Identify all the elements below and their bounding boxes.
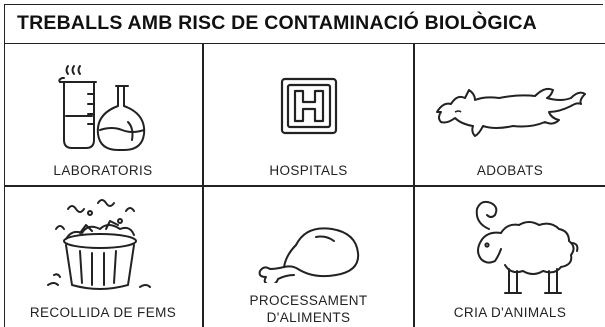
- poster-frame: [4, 4, 603, 327]
- cell-label: HOSPITALS: [269, 163, 348, 178]
- cell-label: LABORATORIS: [53, 163, 153, 178]
- grid-divider: [4, 185, 605, 187]
- cell-label: PROCESSAMENT D'ALIMENTS: [249, 293, 368, 325]
- animal-hide-icon: [433, 82, 593, 144]
- cell-adobats: ADOBATS: [415, 44, 605, 185]
- page-title: TREBALLS AMB RISC DE CONTAMINACIÓ BIOLÒG…: [17, 12, 537, 34]
- title-bar: TREBALLS AMB RISC DE CONTAMINACIÓ BIOLÒG…: [4, 4, 605, 44]
- cell-label: CRIA D'ANIMALS: [453, 305, 567, 320]
- cell-laboratoris: LABORATORIS: [4, 44, 202, 185]
- cell-label: ADOBATS: [476, 163, 544, 178]
- cell-hospitals: HOSPITALS: [204, 44, 413, 185]
- chicken-leg-icon: [256, 223, 366, 283]
- hospital-sign-icon: [279, 76, 339, 136]
- cell-cria-d-animals: CRIA D'ANIMALS: [415, 187, 605, 327]
- garbage-can-icon: [40, 195, 160, 295]
- cell-label: RECOLLIDA DE FEMS: [29, 305, 177, 320]
- hazard-grid: LABORATORIS HOSPITALS ADOBATS: [4, 44, 605, 327]
- lab-flasks-icon: [36, 64, 156, 156]
- sheep-icon: [459, 199, 589, 299]
- cell-recollida-de-fems: RECOLLIDA DE FEMS: [4, 187, 202, 327]
- cell-processament-d-aliments: PROCESSAMENT D'ALIMENTS: [204, 187, 413, 327]
